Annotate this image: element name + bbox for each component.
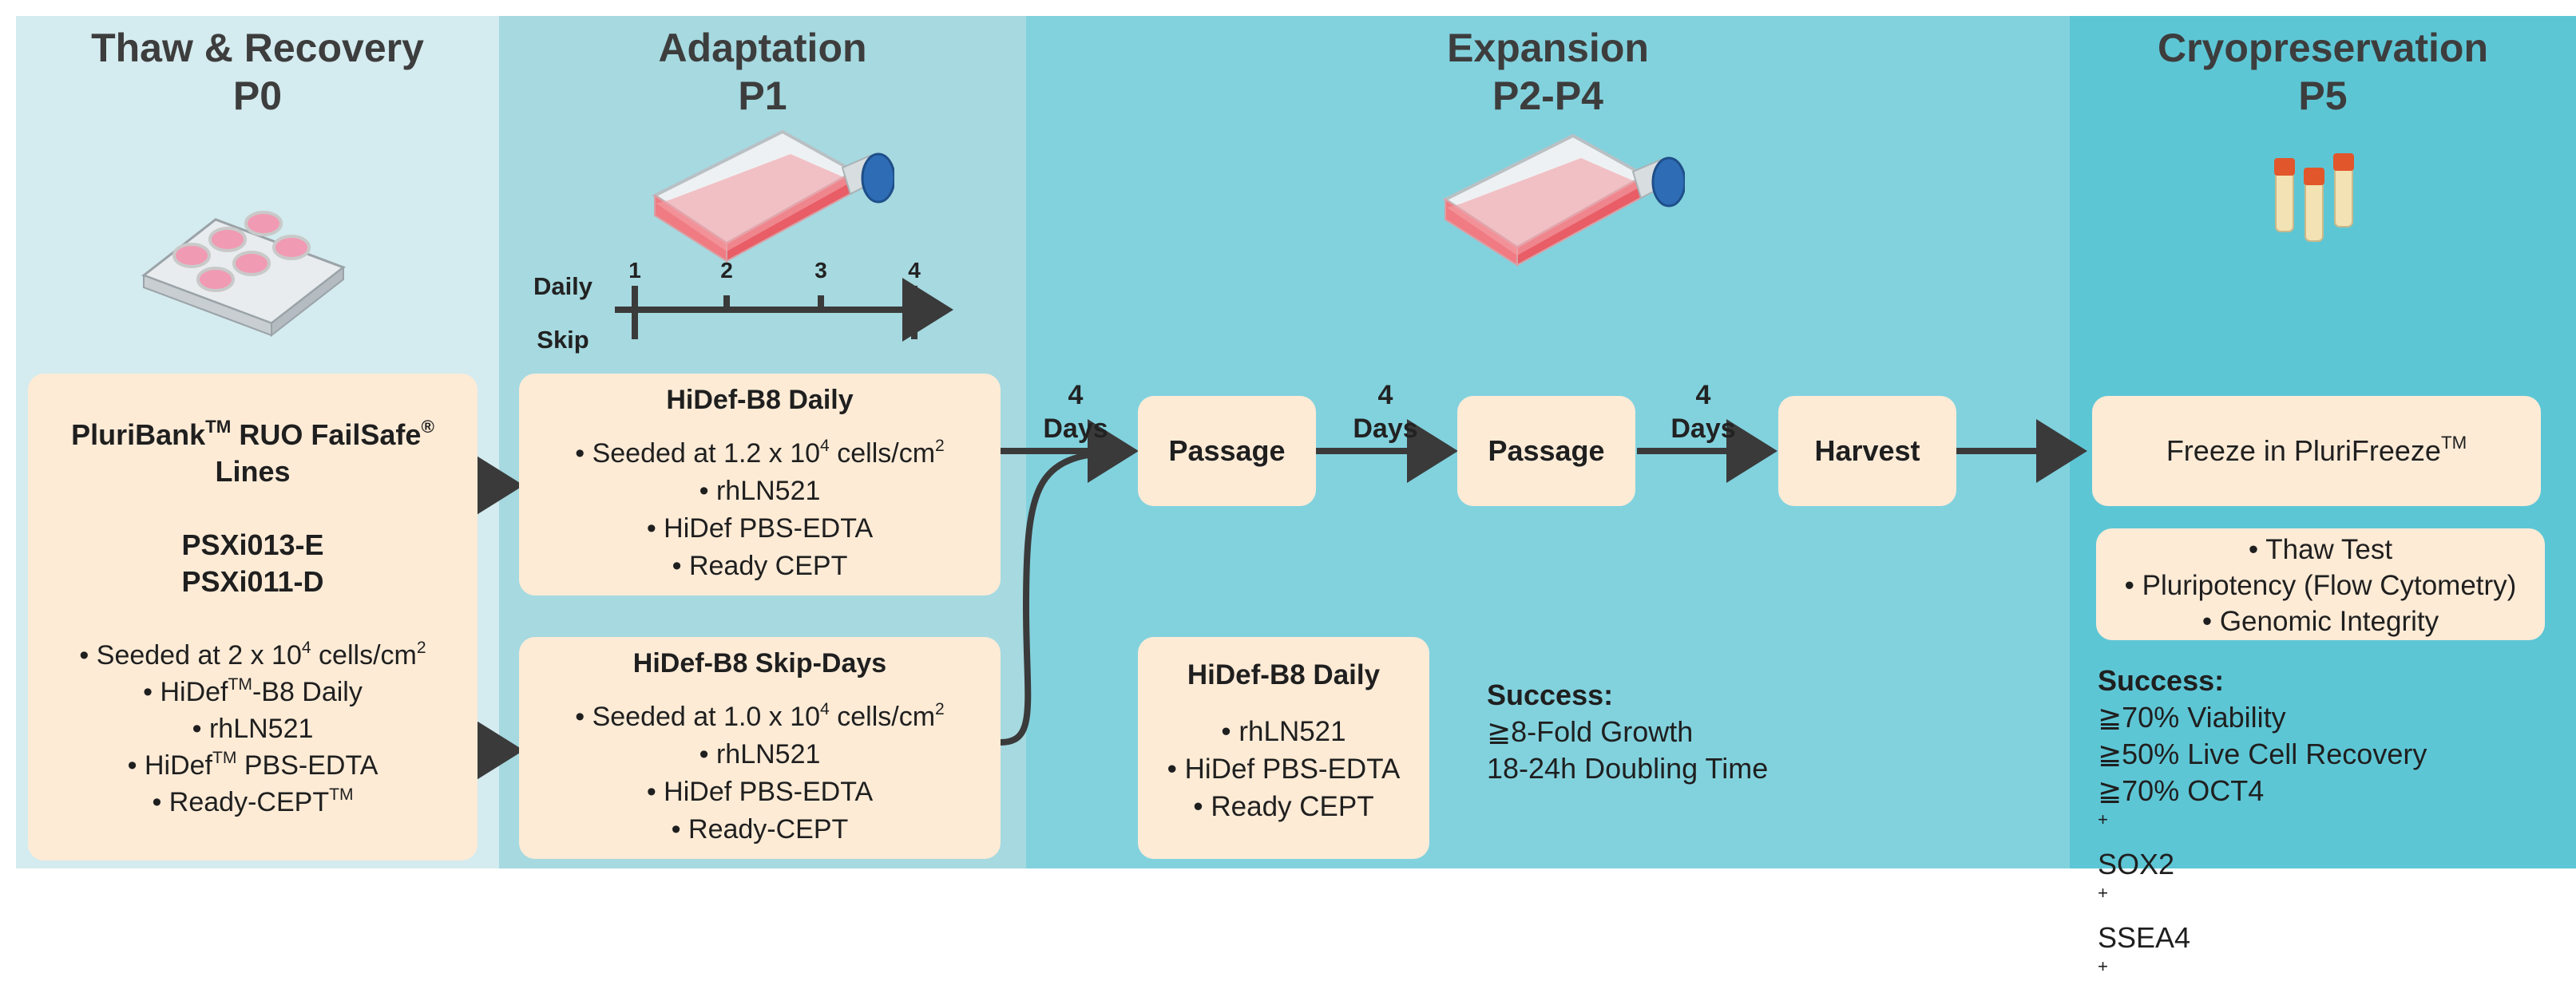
p2-media-item: • HiDef PBS-EDTA bbox=[1167, 754, 1401, 785]
p1-skip-item: • HiDef PBS-EDTA bbox=[646, 777, 874, 807]
p2-media-item: • Ready CEPT bbox=[1193, 791, 1374, 822]
well-plate-icon bbox=[141, 211, 347, 338]
qc-item: • Pluripotency (Flow Cytometry) bbox=[2124, 570, 2517, 601]
cell-line-id: PSXi011-D bbox=[181, 565, 324, 598]
p5-success-title: Success: bbox=[2098, 664, 2225, 697]
p2-success-criteria: Success: ≧8-Fold Growth 18-24h Doubling … bbox=[1487, 677, 1768, 787]
p2-media-title: HiDef-B8 Daily bbox=[1187, 659, 1381, 690]
stage-title-expansion: Expansion P2-P4 bbox=[1026, 24, 2070, 120]
p0-supplement: • Ready-CEPTTM bbox=[152, 785, 354, 817]
stage-title-cryopreservation: Cryopreservation P5 bbox=[2070, 24, 2576, 120]
timeline-tick-label: 3 bbox=[814, 258, 827, 283]
p2-success-title: Success: bbox=[1487, 678, 1614, 711]
p1-daily-item: • rhLN521 bbox=[699, 476, 821, 506]
p1-skip-item: • rhLN521 bbox=[699, 739, 821, 769]
stage-title-adaptation: Adaptation P1 bbox=[499, 24, 1026, 120]
p0-dissociation: • HiDefTM PBS-EDTA bbox=[127, 748, 378, 781]
culture-flask-icon bbox=[652, 129, 894, 263]
p2-success-item: 18-24h Doubling Time bbox=[1487, 752, 1769, 785]
p1-skip-days-box: HiDef-B8 Skip-Days • Seeded at 1.0 x 104… bbox=[519, 637, 1001, 859]
p1-daily-item: • Ready CEPT bbox=[672, 551, 848, 581]
p0-matrix: • rhLN521 bbox=[192, 714, 314, 744]
p0-seeding-density: • Seeded at 2 x 104 cells/cm2 bbox=[79, 638, 426, 671]
connector-layer bbox=[473, 278, 2087, 782]
passage-step-box: Passage bbox=[1457, 396, 1635, 506]
arrow-skip-to-passage bbox=[1000, 449, 1127, 746]
p5-success-criteria: Success: ≧70% Viability ≧50% Live Cell R… bbox=[2098, 663, 2427, 993]
p5-success-markers: ≧70% OCT4+ SOX2+ SSEA4+ bbox=[2098, 774, 2265, 976]
p5-success-viability: ≧70% Viability bbox=[2098, 701, 2286, 734]
passage-step-box: Passage bbox=[1138, 396, 1316, 506]
p0-box-title: PluriBankTM RUO FailSafe® bbox=[71, 416, 434, 451]
qc-item: • Genomic Integrity bbox=[2201, 606, 2439, 637]
p1-skip-seeding-density: • Seeded at 1.0 x 104 cells/cm2 bbox=[575, 699, 945, 732]
p0-medium: • HiDefTM-B8 Daily bbox=[143, 675, 363, 707]
p2-media-box: HiDef-B8 Daily • rhLN521 • HiDef PBS-EDT… bbox=[1138, 637, 1429, 859]
p0-cell-line-box: PluriBankTM RUO FailSafe® Lines PSXi013-… bbox=[28, 374, 478, 860]
timeline-tick-label: 4 bbox=[908, 258, 921, 283]
p1-daily-title: HiDef-B8 Daily bbox=[666, 385, 854, 415]
timeline-tick-label: 2 bbox=[720, 258, 733, 283]
stage-title-thaw-recovery: Thaw & Recovery P0 bbox=[16, 24, 499, 120]
harvest-step-box: Harvest bbox=[1778, 396, 1956, 506]
stage-name: Thaw & Recovery bbox=[91, 26, 424, 70]
timeline-tick-label: 1 bbox=[628, 258, 641, 283]
p0-box-title-cont: Lines bbox=[215, 455, 291, 488]
p1-daily-seeding-density: • Seeded at 1.2 x 104 cells/cm2 bbox=[575, 436, 945, 469]
p1-skip-title: HiDef-B8 Skip-Days bbox=[632, 648, 887, 678]
stage-passage: P5 bbox=[2298, 73, 2348, 118]
stage-passage: P2-P4 bbox=[1492, 73, 1603, 118]
stage-name: Adaptation bbox=[658, 26, 867, 70]
stage-passage: P0 bbox=[232, 73, 283, 118]
qc-tests-box: • Thaw Test • Pluripotency (Flow Cytomet… bbox=[2096, 528, 2545, 640]
timeline-row-skip: Skip bbox=[537, 326, 589, 354]
cell-line-id: PSXi013-E bbox=[181, 528, 324, 561]
p5-success-recovery: ≧50% Live Cell Recovery bbox=[2098, 738, 2427, 770]
p2-success-item: ≧8-Fold Growth bbox=[1487, 715, 1694, 748]
workflow-diagram: Thaw & Recovery P0 Adaptation P1 Expansi… bbox=[16, 16, 2576, 975]
p1-daily-item: • HiDef PBS-EDTA bbox=[646, 513, 874, 544]
freeze-step-box: Freeze in PluriFreezeTM bbox=[2092, 396, 2541, 506]
p1-daily-feeding-box: HiDef-B8 Daily • Seeded at 1.2 x 104 cel… bbox=[519, 374, 1001, 595]
qc-item: • Thaw Test bbox=[2248, 534, 2393, 565]
stage-passage: P1 bbox=[738, 73, 787, 118]
culture-flask-icon bbox=[1442, 133, 1685, 267]
p1-skip-item: • Ready-CEPT bbox=[671, 814, 849, 845]
timeline-row-daily: Daily bbox=[533, 272, 593, 300]
stage-name: Cryopreservation bbox=[2157, 26, 2489, 70]
p2-media-item: • rhLN521 bbox=[1221, 716, 1346, 747]
cryovial-tubes-icon bbox=[2274, 153, 2354, 242]
stage-name: Expansion bbox=[1447, 26, 1649, 70]
